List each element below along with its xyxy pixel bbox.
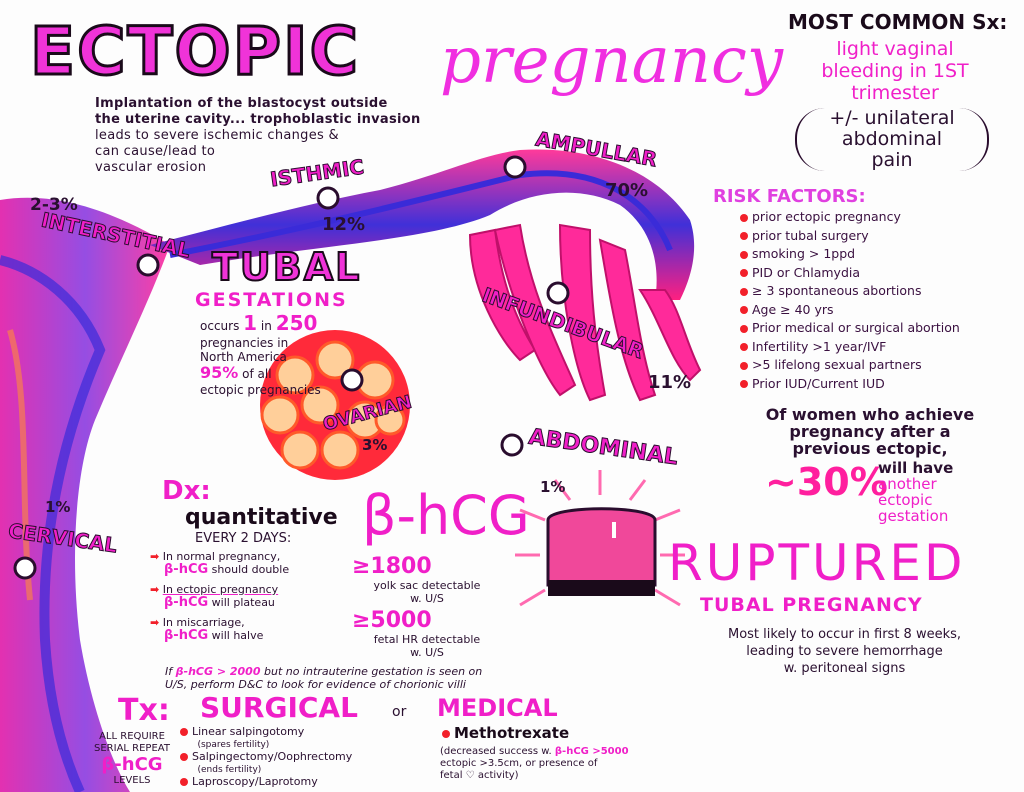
bullet-icon [180,728,188,736]
list-item: Linear salpingotomy (spares fertility) [180,726,352,751]
dx-trend-list: ➡ In normal pregnancy, β-hCG should doub… [150,550,340,642]
recurrence-rest: will have another ectopic gestation [878,459,954,525]
list-item: Infertility >1 year/IVF [740,338,960,357]
site-markers [13,155,570,580]
recurrence-pct: ~30% [765,460,888,504]
bullet-icon [740,380,748,388]
list-item: prior ectopic pregnancy [740,208,960,227]
list-item: Prior medical or surgical abortion [740,319,960,338]
tx-medical-note: (decreased success w. β-hCG >5000 ectopi… [440,746,629,781]
bullet-icon [442,729,450,738]
dx-bhcg: β-hCG [362,484,530,547]
cervical-pct: 1% [45,498,71,516]
tubal-heading: TUBAL [211,245,362,289]
bullet-icon [740,232,748,240]
arrow-right-icon: ➡ [150,616,160,629]
title-ectopic: ECTOPIC [28,13,361,90]
bullet-icon [180,753,188,761]
interstitial-pct: 2-3% [30,195,78,215]
list-item: prior tubal surgery [740,227,960,246]
ruptured-text: Most likely to occur in first 8 weeks, l… [727,627,962,676]
bullet-icon [740,269,748,277]
ampullar-pct: 70% [605,180,649,201]
bullet-icon [740,361,748,370]
ovarian-pct: 3% [362,436,388,454]
abdominal-pct: 1% [540,478,566,496]
tx-medical: MEDICAL [437,694,558,722]
list-item: Salpingectomy/Oophrectomy (ends fertilit… [180,751,352,776]
list-item: smoking > 1ppd [740,245,960,264]
list-item: ➡ In miscarriage, β-hCG will halve [150,616,264,643]
dx-threshold-5000: ≥5000 fetal HR detectable w. U/S [352,608,481,660]
ovary [260,330,410,480]
bullet-icon [740,287,748,296]
list-item: >5 lifelong sexual partners [740,356,960,375]
arrow-right-icon: ➡ [150,583,160,596]
bullet-icon [740,306,748,314]
infundibular-pct: 11% [648,372,692,393]
ruptured-heading: RUPTURED [668,534,966,592]
bullet-icon [180,778,188,786]
list-item: ≥ 3 spontaneous abortions [740,282,960,301]
dx-threshold-1800: ≥1800 yolk sac detectable w. U/S [352,554,481,606]
tx-medical-item: Methotrexate [442,724,569,742]
symptoms-secondary: +/- unilateral abdominal pain [795,108,989,171]
tx-note: ALL REQUIRE SERIAL REPEAT β-hCG LEVELS [94,731,170,786]
fimbriae [468,223,702,402]
tubal-incidence: occurs 1 in 250 pregnancies in North Ame… [200,311,321,397]
bullet-icon [740,343,748,351]
bullet-icon [740,213,748,222]
recurrence-text: Of women who achieve pregnancy after a p… [765,405,975,458]
isthmic-pct: 12% [322,214,366,235]
bullet-icon [740,324,748,333]
dx-quantitative: quantitative [185,505,338,530]
tx-heading: Tx: [118,693,170,728]
list-item: Laproscopy/Laprotomy [180,776,352,788]
list-item: Prior IUD/Current IUD [740,375,960,394]
risk-factors-list: prior ectopic pregnancy prior tubal surg… [740,208,960,393]
arrow-right-icon: ➡ [150,550,160,563]
list-item: ➡ In ectopic pregnancy β-hCG will platea… [150,583,279,610]
tx-or: or [392,704,407,720]
list-item: Age ≥ 40 yrs [740,301,960,320]
list-item: ➡ In normal pregnancy, β-hCG should doub… [150,550,290,577]
rupture-rays [515,470,685,607]
bullet-icon [740,250,748,259]
fallopian-tube [150,149,695,300]
list-item: PID or Chlamydia [740,264,960,283]
tx-surgical: SURGICAL [200,691,358,724]
risk-factors-heading: RISK FACTORS: [713,186,866,207]
dx-heading: Dx: [162,476,211,506]
dx-every: EVERY 2 DAYS: [195,531,292,546]
ruptured-sub: TUBAL PREGNANCY [700,594,923,616]
tubal-sub: GESTATIONS [195,289,348,311]
title-pregnancy: pregnancy [440,24,783,98]
dx-note: If β-hCG > 2000 but no intrauterine gest… [165,665,483,691]
tx-surgical-list: Linear salpingotomy (spares fertility) S… [180,726,352,788]
intro-text: Implantation of the blastocyst outside t… [95,96,421,175]
ruptured-tube-icon [546,507,657,596]
symptoms-heading: MOST COMMON Sx: [788,10,1008,34]
symptoms-primary: light vaginal bleeding in 1ST trimester [821,38,969,104]
